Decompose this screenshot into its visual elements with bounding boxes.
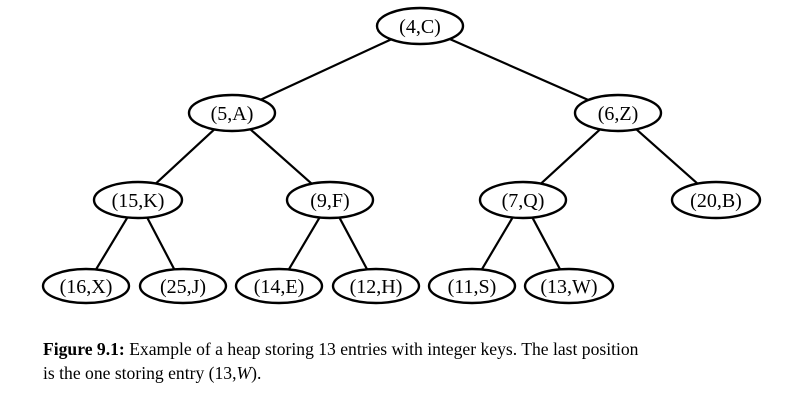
node-ellipse: [427, 267, 517, 305]
math-open-paren: (13,: [208, 363, 237, 383]
node-label: (12,H): [350, 276, 403, 298]
figure-caption-label: Figure 9.1:: [43, 339, 125, 359]
node-label: (7,Q): [502, 190, 545, 212]
node-ellipse: [523, 267, 615, 305]
node-ellipse: [670, 180, 762, 220]
tree-edge: [448, 37, 590, 102]
tree-edge: [531, 216, 562, 271]
figure-caption-line-1: Example of a heap storing 13 entries wit…: [129, 339, 639, 359]
node-ellipse: [138, 267, 228, 305]
tree-node[interactable]: (4,C): [375, 6, 465, 46]
node-label: (15,K): [112, 190, 165, 212]
node-label: (20,B): [690, 190, 742, 212]
node-ellipse: [41, 267, 131, 305]
node-ellipse: [573, 93, 663, 133]
tree-edge: [146, 216, 176, 271]
tree-edge: [259, 38, 393, 101]
tree-node[interactable]: (14,E): [234, 267, 324, 305]
tree-edge: [539, 128, 602, 185]
node-ellipse: [331, 267, 421, 305]
node-label: (6,Z): [598, 103, 639, 125]
edge-layer: [94, 37, 699, 271]
node-label: (9,F): [310, 190, 349, 212]
tree-edge: [287, 216, 321, 271]
tree-node[interactable]: (25,J): [138, 267, 228, 305]
node-label: (13,W): [540, 276, 597, 298]
node-ellipse: [375, 6, 465, 46]
figure-caption: Figure 9.1: Example of a heap storing 13…: [43, 337, 749, 385]
tree-node[interactable]: (9,F): [285, 180, 375, 220]
figure-caption-entry-math: (13,W).: [209, 363, 262, 383]
node-label: (16,X): [60, 276, 113, 298]
node-ellipse: [187, 93, 277, 133]
tree-node[interactable]: (7,Q): [478, 180, 568, 220]
node-ellipse: [478, 180, 568, 220]
tree-edge: [480, 216, 514, 271]
node-ellipse: [285, 180, 375, 220]
tree-edge: [94, 216, 129, 271]
node-label: (11,S): [448, 276, 497, 298]
figure-caption-line-2-text: is the one storing entry: [43, 363, 205, 383]
tree-edge: [249, 128, 313, 185]
node-ellipse: [234, 267, 324, 305]
tree-node[interactable]: (16,X): [41, 267, 131, 305]
node-layer: (4,C) (5,A) (6,Z) (15,K) (9,F) (7,Q) (20,B) (16…: [41, 6, 762, 305]
tree-edge: [635, 128, 699, 185]
figure-caption-line-2: is the one storing entry (13,W).: [43, 361, 749, 385]
node-ellipse: [92, 180, 184, 220]
tree-node[interactable]: (13,W): [523, 267, 615, 305]
node-label: (25,J): [160, 276, 206, 298]
node-label: (4,C): [399, 16, 441, 38]
tree-node[interactable]: (6,Z): [573, 93, 663, 133]
tree-node[interactable]: (11,S): [427, 267, 517, 305]
tree-node[interactable]: (15,K): [92, 180, 184, 220]
math-close-paren: ).: [251, 363, 262, 383]
tree-node[interactable]: (20,B): [670, 180, 762, 220]
node-label: (14,E): [254, 276, 305, 298]
tree-edge: [338, 216, 369, 271]
tree-edge: [154, 128, 216, 185]
tree-node[interactable]: (5,A): [187, 93, 277, 133]
heap-tree-diagram: (4,C) (5,A) (6,Z) (15,K) (9,F) (7,Q) (20,B) (16…: [41, 6, 762, 305]
tree-node[interactable]: (12,H): [331, 267, 421, 305]
math-variable: W: [236, 363, 252, 383]
node-label: (5,A): [211, 103, 254, 125]
